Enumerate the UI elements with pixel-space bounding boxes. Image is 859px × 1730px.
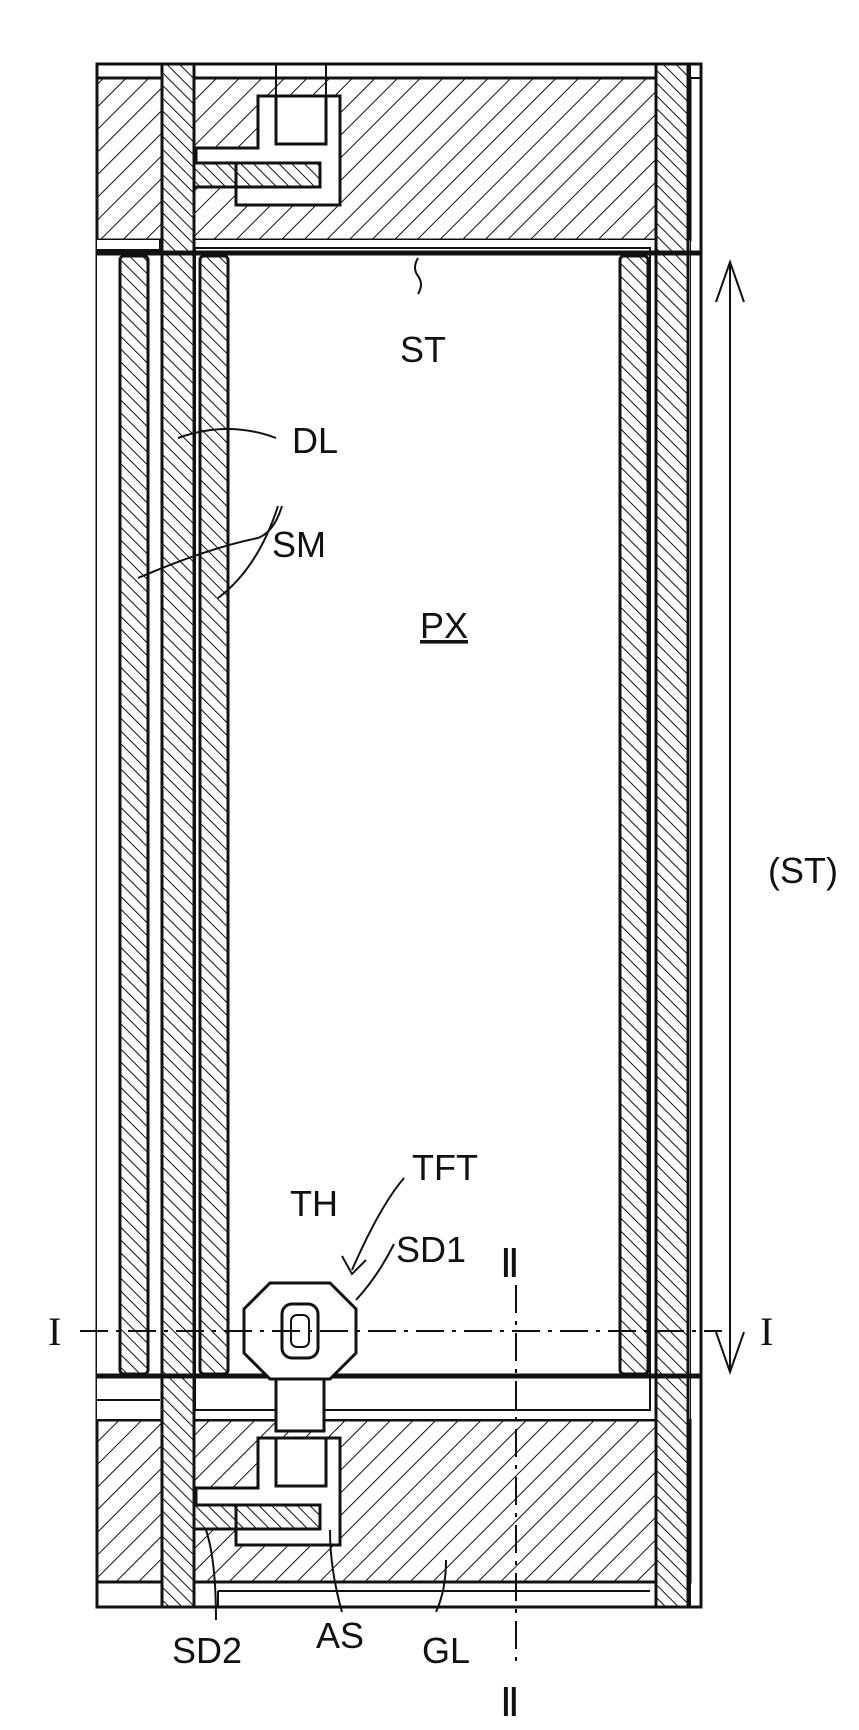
label-section-i-left: I: [48, 1309, 61, 1354]
label-as: AS: [316, 1615, 364, 1656]
label-section-ii-bottom: Ⅱ: [500, 1680, 520, 1725]
dimension-arrow: [716, 262, 744, 1372]
label-section-i-right: I: [760, 1309, 773, 1354]
label-sd1: SD1: [396, 1229, 466, 1270]
label-section-ii-top: Ⅱ: [500, 1241, 520, 1286]
label-st-paren: (ST): [768, 850, 838, 891]
label-tft: TFT: [412, 1147, 478, 1188]
label-gl: GL: [422, 1630, 470, 1671]
label-px: PX: [420, 605, 468, 646]
label-dl: DL: [292, 420, 338, 461]
label-sm: SM: [272, 524, 326, 565]
label-th: TH: [290, 1183, 338, 1224]
label-st: ST: [400, 329, 446, 370]
label-sd2: SD2: [172, 1630, 242, 1671]
